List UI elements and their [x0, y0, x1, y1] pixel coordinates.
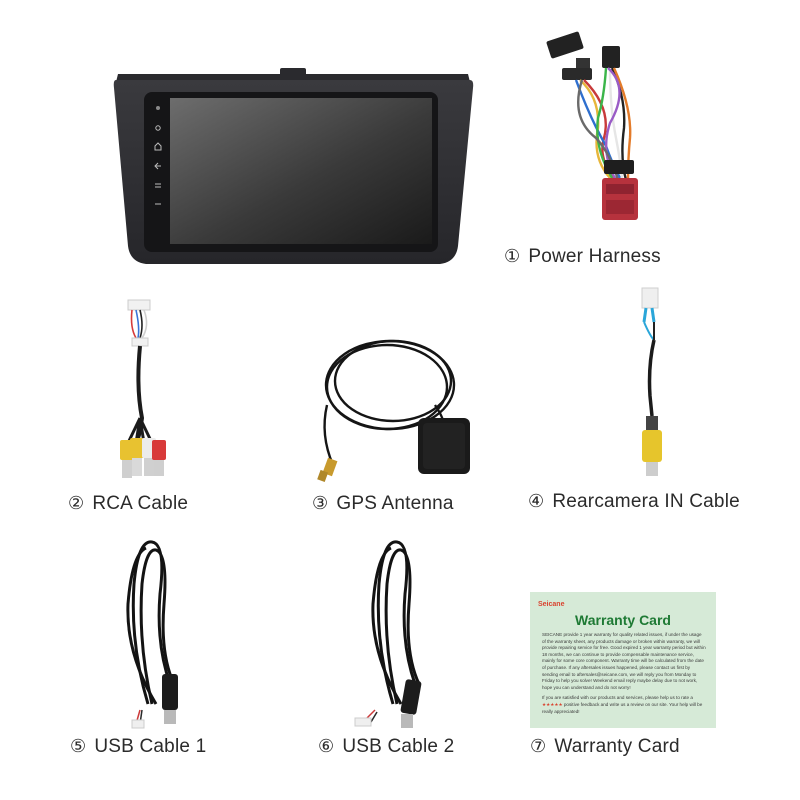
gps-antenna-image — [305, 325, 480, 490]
warranty-brand: Seicane — [538, 601, 565, 608]
rca-cable-image — [110, 298, 172, 488]
usb-cable-1-image — [100, 534, 210, 734]
rating-stars-icon: ★★★★★ — [542, 701, 563, 707]
warranty-card-image: Seicane Warranty Card SEICANE provide 1 … — [530, 592, 716, 728]
head-unit-image — [108, 66, 478, 271]
usb-cable-2-image — [345, 534, 455, 734]
warranty-para-2: If you are satisfied with our products a… — [542, 695, 703, 714]
warranty-para-1: SEICANE provide 1 year warranty for qual… — [542, 632, 706, 690]
warranty-title: Warranty Card — [575, 612, 671, 628]
warranty-body: SEICANE provide 1 year warranty for qual… — [542, 632, 706, 719]
rearcamera-cable-image — [620, 286, 680, 486]
power-harness-image — [540, 28, 660, 243]
